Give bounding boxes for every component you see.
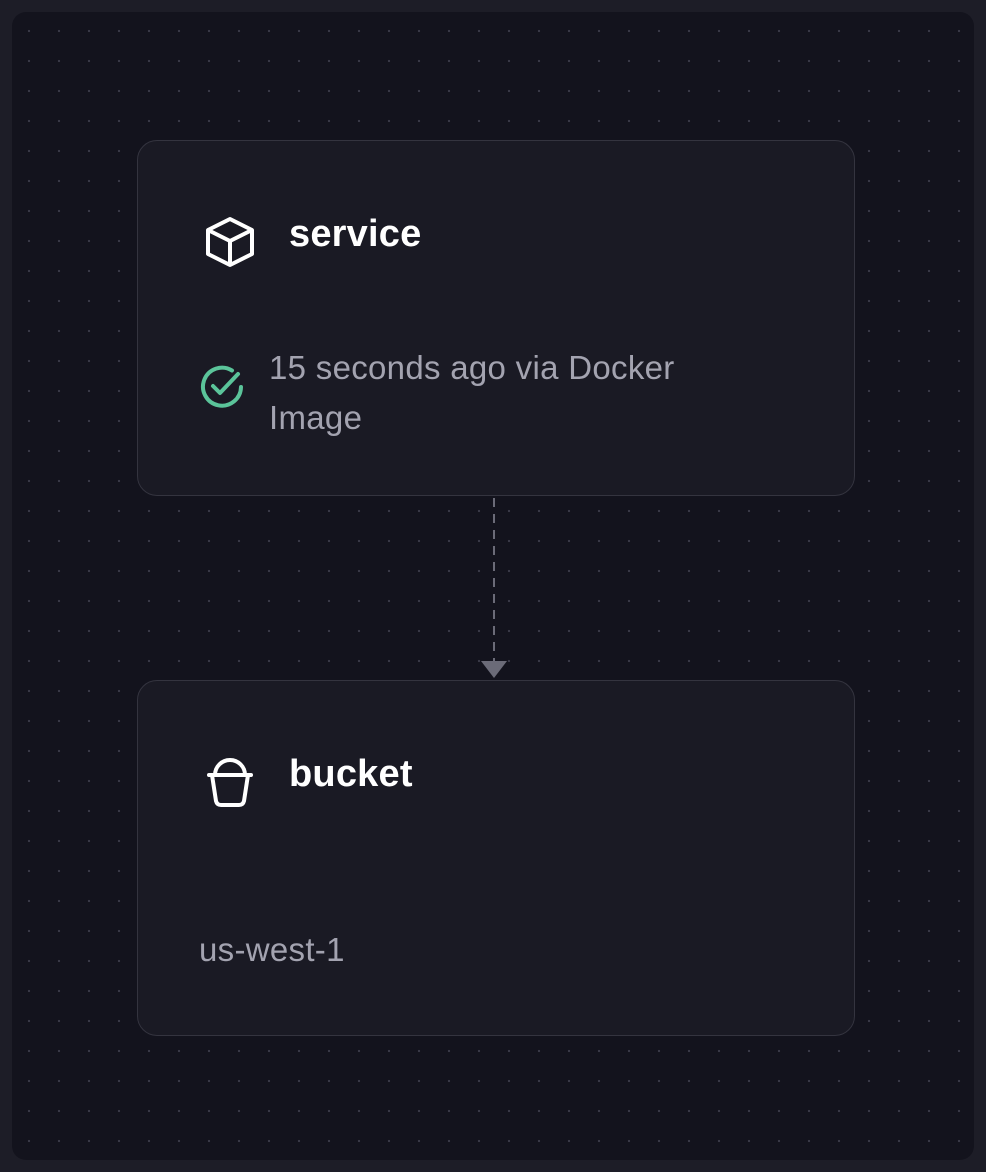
bucket-title: bucket (289, 753, 413, 795)
edge-arrowhead-icon (481, 661, 507, 678)
bucket-icon (207, 758, 253, 807)
bucket-region: us-west-1 (199, 931, 345, 968)
box-icon (206, 217, 254, 267)
service-title: service (289, 213, 422, 255)
service-node[interactable]: service 15 seconds ago via Docker Image (137, 140, 855, 496)
deployment-status-text: 15 seconds ago via Docker Image (269, 349, 675, 436)
canvas[interactable]: service 15 seconds ago via Docker Image … (12, 12, 974, 1160)
check-circle-icon (201, 365, 243, 408)
bucket-node[interactable]: bucket us-west-1 (137, 680, 855, 1036)
